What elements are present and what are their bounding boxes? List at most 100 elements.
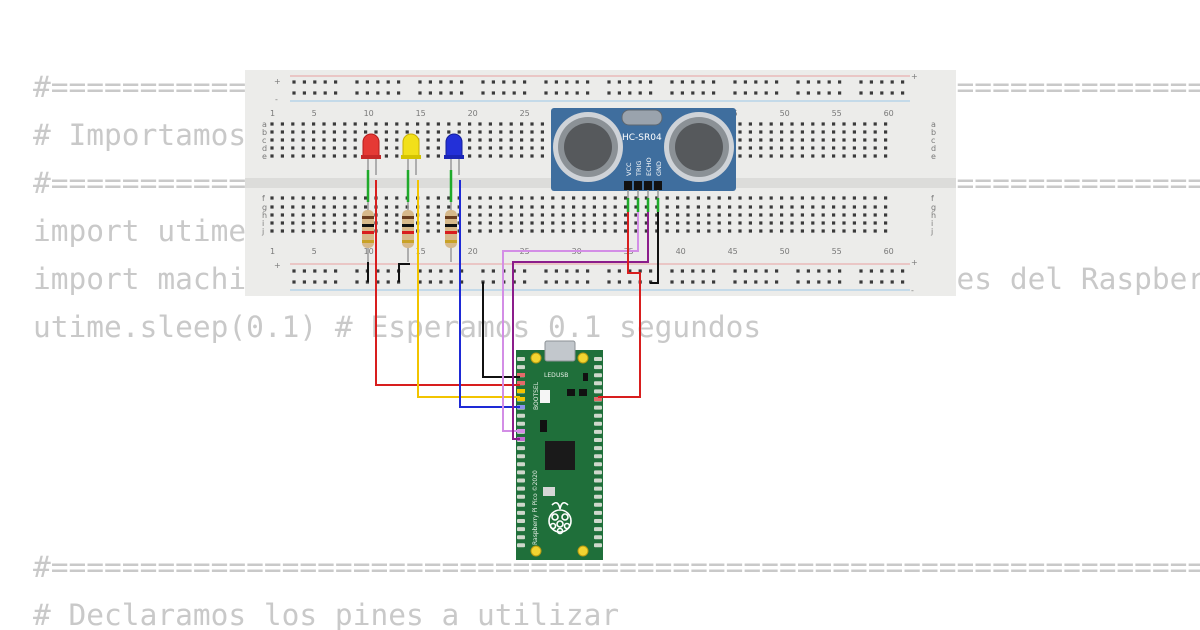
breadboard-hole[interactable] xyxy=(852,205,856,209)
breadboard-hole[interactable] xyxy=(291,205,295,209)
breadboard-hole[interactable] xyxy=(859,280,863,284)
breadboard-hole[interactable] xyxy=(775,280,779,284)
breadboard-hole[interactable] xyxy=(717,196,721,200)
breadboard-hole[interactable] xyxy=(769,138,773,142)
breadboard-hole[interactable] xyxy=(582,213,586,217)
pico-pin[interactable] xyxy=(517,421,525,426)
breadboard-hole[interactable] xyxy=(397,80,401,84)
breadboard-hole[interactable] xyxy=(901,269,905,273)
pico-pin[interactable] xyxy=(517,543,525,548)
breadboard-hole[interactable] xyxy=(436,122,440,126)
breadboard-hole[interactable] xyxy=(313,269,317,273)
breadboard-hole[interactable] xyxy=(334,269,338,273)
breadboard-hole[interactable] xyxy=(551,221,555,225)
breadboard-hole[interactable] xyxy=(313,91,317,95)
breadboard-hole[interactable] xyxy=(384,205,388,209)
breadboard-hole[interactable] xyxy=(332,221,336,225)
breadboard-hole[interactable] xyxy=(418,91,422,95)
breadboard-hole[interactable] xyxy=(707,229,711,233)
breadboard-hole[interactable] xyxy=(748,196,752,200)
breadboard-hole[interactable] xyxy=(478,130,482,134)
breadboard-hole[interactable] xyxy=(353,154,357,158)
resistor-3[interactable] xyxy=(445,200,457,262)
breadboard-hole[interactable] xyxy=(775,91,779,95)
breadboard-hole[interactable] xyxy=(343,221,347,225)
breadboard-hole[interactable] xyxy=(817,269,821,273)
breadboard-hole[interactable] xyxy=(738,221,742,225)
pico-pin[interactable] xyxy=(594,494,602,499)
breadboard-hole[interactable] xyxy=(686,196,690,200)
pico-pin[interactable] xyxy=(517,413,525,418)
breadboard-hole[interactable] xyxy=(322,122,326,126)
breadboard-hole[interactable] xyxy=(509,221,513,225)
breadboard-hole[interactable] xyxy=(291,122,295,126)
breadboard-hole[interactable] xyxy=(821,229,825,233)
blue-led[interactable] xyxy=(444,133,464,175)
breadboard-hole[interactable] xyxy=(530,154,534,158)
breadboard-hole[interactable] xyxy=(270,154,274,158)
breadboard-hole[interactable] xyxy=(832,130,836,134)
breadboard-hole[interactable] xyxy=(811,213,815,217)
breadboard-hole[interactable] xyxy=(322,205,326,209)
breadboard-hole[interactable] xyxy=(827,91,831,95)
breadboard-hole[interactable] xyxy=(733,269,737,273)
breadboard-hole[interactable] xyxy=(460,269,464,273)
breadboard-hole[interactable] xyxy=(449,269,453,273)
breadboard-hole[interactable] xyxy=(416,122,420,126)
breadboard-hole[interactable] xyxy=(575,80,579,84)
breadboard-hole[interactable] xyxy=(270,196,274,200)
breadboard-hole[interactable] xyxy=(332,146,336,150)
breadboard-hole[interactable] xyxy=(869,280,873,284)
breadboard-hole[interactable] xyxy=(775,269,779,273)
breadboard-hole[interactable] xyxy=(334,280,338,284)
breadboard-hole[interactable] xyxy=(769,213,773,217)
breadboard-hole[interactable] xyxy=(852,221,856,225)
breadboard-hole[interactable] xyxy=(838,280,842,284)
breadboard-hole[interactable] xyxy=(738,229,742,233)
breadboard-hole[interactable] xyxy=(343,213,347,217)
breadboard-hole[interactable] xyxy=(665,221,669,225)
breadboard-hole[interactable] xyxy=(748,154,752,158)
breadboard-hole[interactable] xyxy=(712,80,716,84)
breadboard-hole[interactable] xyxy=(353,138,357,142)
breadboard-hole[interactable] xyxy=(628,269,632,273)
breadboard-hole[interactable] xyxy=(301,130,305,134)
breadboard-hole[interactable] xyxy=(322,130,326,134)
breadboard-hole[interactable] xyxy=(696,213,700,217)
breadboard-hole[interactable] xyxy=(738,146,742,150)
breadboard-hole[interactable] xyxy=(499,229,503,233)
breadboard-hole[interactable] xyxy=(460,280,464,284)
breadboard-hole[interactable] xyxy=(520,205,524,209)
breadboard-hole[interactable] xyxy=(540,205,544,209)
breadboard-hole[interactable] xyxy=(842,146,846,150)
breadboard-hole[interactable] xyxy=(613,221,617,225)
breadboard-hole[interactable] xyxy=(790,138,794,142)
breadboard-hole[interactable] xyxy=(512,280,516,284)
breadboard-hole[interactable] xyxy=(790,221,794,225)
breadboard-hole[interactable] xyxy=(499,130,503,134)
breadboard-hole[interactable] xyxy=(790,130,794,134)
breadboard-hole[interactable] xyxy=(748,138,752,142)
breadboard-hole[interactable] xyxy=(301,221,305,225)
breadboard-hole[interactable] xyxy=(780,213,784,217)
breadboard-hole[interactable] xyxy=(863,196,867,200)
breadboard-hole[interactable] xyxy=(291,154,295,158)
breadboard-hole[interactable] xyxy=(301,229,305,233)
breadboard-hole[interactable] xyxy=(353,196,357,200)
breadboard-hole[interactable] xyxy=(884,154,888,158)
breadboard-hole[interactable] xyxy=(827,280,831,284)
breadboard-hole[interactable] xyxy=(780,130,784,134)
breadboard-hole[interactable] xyxy=(395,130,399,134)
breadboard-hole[interactable] xyxy=(554,280,558,284)
breadboard-hole[interactable] xyxy=(733,91,737,95)
breadboard-hole[interactable] xyxy=(561,213,565,217)
breadboard-hole[interactable] xyxy=(592,213,596,217)
breadboard-hole[interactable] xyxy=(728,196,732,200)
breadboard-hole[interactable] xyxy=(811,221,815,225)
breadboard-hole[interactable] xyxy=(759,196,763,200)
breadboard-hole[interactable] xyxy=(384,221,388,225)
breadboard-hole[interactable] xyxy=(638,269,642,273)
breadboard-hole[interactable] xyxy=(488,221,492,225)
breadboard-hole[interactable] xyxy=(680,269,684,273)
breadboard-hole[interactable] xyxy=(509,229,513,233)
